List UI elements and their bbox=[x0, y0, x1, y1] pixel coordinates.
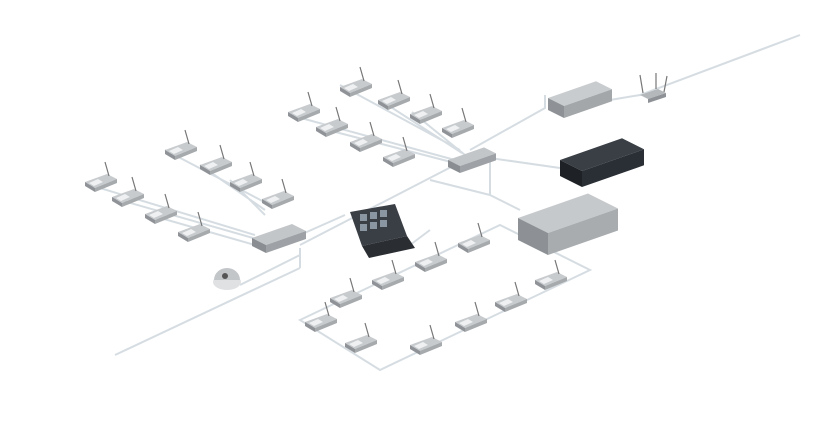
app-tile bbox=[360, 224, 367, 231]
server-icon bbox=[548, 81, 612, 118]
app-tile bbox=[380, 220, 387, 227]
delegate-unit-icon bbox=[230, 161, 262, 192]
router-icon bbox=[639, 73, 668, 103]
delegate-unit-icon bbox=[262, 178, 294, 209]
delegate-unit-icon bbox=[305, 301, 337, 332]
server-icon bbox=[560, 138, 644, 187]
delegate-unit-icon bbox=[350, 121, 382, 152]
hub-link-cable bbox=[299, 157, 561, 246]
delegate-unit-icon bbox=[442, 107, 474, 138]
delegate-unit-icon bbox=[330, 277, 362, 308]
delegate-unit-icon bbox=[165, 129, 197, 160]
delegate-unit-icon bbox=[178, 211, 210, 242]
delegate-unit-icon bbox=[288, 91, 320, 122]
delegate-unit-icon bbox=[415, 241, 447, 272]
delegate-unit-icon bbox=[410, 93, 442, 124]
hub-icon bbox=[252, 224, 306, 253]
delegate-unit-icon bbox=[410, 324, 442, 355]
delegate-unit-icon bbox=[383, 136, 415, 167]
delegate-unit-icon bbox=[112, 176, 144, 207]
cables bbox=[89, 34, 801, 372]
hub-icon bbox=[448, 147, 496, 173]
upper-trunk-cable bbox=[289, 84, 466, 164]
delegate-unit-icon bbox=[495, 281, 527, 312]
delegate-unit-icon bbox=[145, 193, 177, 224]
delegate-unit-icon bbox=[340, 66, 372, 97]
left-trunk-cable bbox=[89, 149, 301, 286]
delegate-unit-icon bbox=[378, 79, 410, 110]
delegate-unit-icon bbox=[458, 222, 490, 253]
trunk-cable bbox=[114, 34, 801, 356]
delegate-unit-icon bbox=[535, 259, 567, 290]
delegate-unit-icon bbox=[85, 161, 117, 192]
app-tile bbox=[380, 210, 387, 217]
delegate-unit-icon bbox=[372, 259, 404, 290]
delegate-unit-icon bbox=[455, 301, 487, 332]
central-unit-icon bbox=[518, 193, 618, 255]
delegate-unit-icon bbox=[316, 106, 348, 137]
app-tile bbox=[360, 214, 367, 221]
app-tile bbox=[370, 222, 377, 229]
app-tile bbox=[370, 212, 377, 219]
camera-icon bbox=[213, 268, 241, 290]
delegate-unit-icon bbox=[345, 322, 377, 353]
laptop-icon bbox=[350, 204, 415, 258]
delegate-unit-icon bbox=[200, 144, 232, 175]
